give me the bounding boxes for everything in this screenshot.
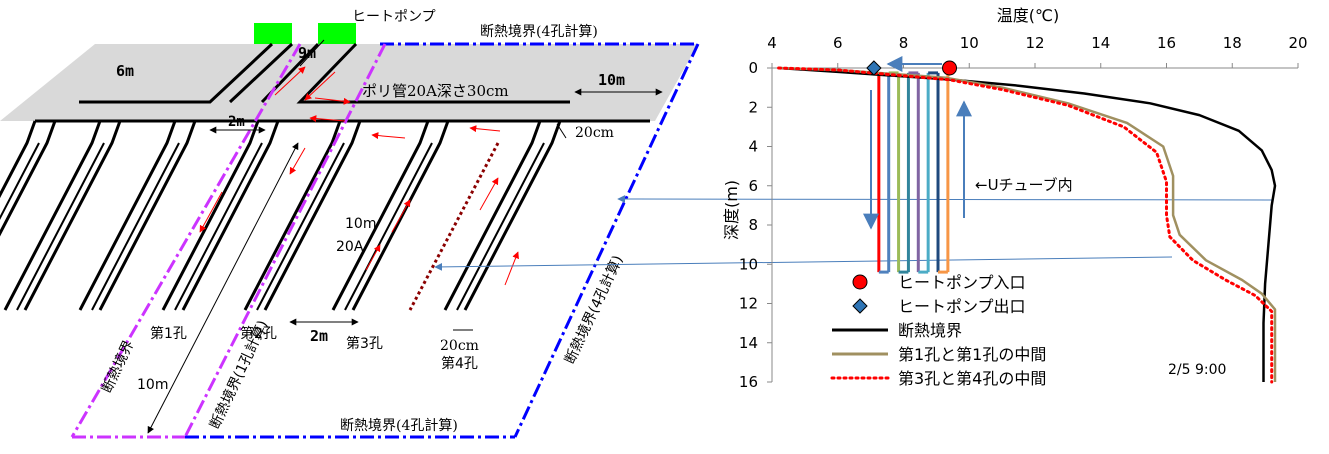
connector-line-upper [617,195,1273,204]
borehole-tube-left [161,120,260,311]
series-line [778,66,1277,382]
x-tick-label: 12 [1025,34,1044,52]
connector-line-lower [434,256,1173,271]
legend-label: 第1孔と第1孔の中間 [898,345,1046,364]
y-tick-label: 2 [748,98,758,116]
legend-label: 第3孔と第4孔の中間 [898,369,1046,388]
heat-pump-box-right [318,23,356,44]
u-tube-annotation: ←Uチューブ内 [975,176,1073,194]
u-tube-lines [877,71,950,274]
hole1-label: 第1孔 [150,325,187,342]
borehole-tube-left [3,120,102,311]
borehole-tube-inner [174,142,263,311]
series-line [778,66,1277,382]
x-tick-label: 6 [833,34,843,52]
legend-label: ヒートポンプ入口 [898,273,1026,292]
series-line [777,66,1274,384]
y-tick-label: 14 [739,334,758,352]
x-tick-label: 10 [960,34,979,52]
y-tick-label: 16 [739,373,758,391]
dim-20A-label: 20A [336,239,364,255]
ground-loop-diagram: ヒートポンプ 断熱境界(4孔計算) ポリ管20A深さ30cm 6m 9m 10m… [0,9,1273,439]
dim-9m-label: 9m [298,44,316,62]
x-axis: 4 6 8 10 12 14 16 18 20 [767,34,1308,69]
boundary-4hole [185,42,700,439]
borehole-tube-left [0,120,37,199]
y-tick-label: 6 [748,177,758,195]
dim-20cm-bottom-label: 20cm [440,338,479,354]
heat-pump-box-left [254,23,292,44]
borehole-tube-inner [344,142,433,311]
x-tick-label: 4 [767,34,777,52]
boundary-4hole-right-label: 断熱境界(4孔計算) [562,253,626,367]
boundary-4hole-bottom-label: 断熱境界(4孔計算) [340,418,458,434]
series-lines [777,66,1277,384]
dim-10m-pipe-label: 10m [345,216,376,232]
y-axis: 0 2 4 6 8 10 12 14 16 [739,59,773,391]
dim-10m-top-label: 10m [598,71,625,89]
hole2-label: 第2孔 [240,325,277,342]
legend-label: ヒートポンプ出口 [898,297,1026,316]
boundary-left-label: 断熱境界 [99,338,137,396]
heat-pump-label: ヒートポンプ [352,9,436,25]
marker-circle [942,60,958,76]
legend-marker [852,298,868,314]
y-tick-label: 4 [748,138,758,156]
borehole-tube-inner [256,142,345,311]
borehole-tube-inner [16,142,105,311]
u-tube-flow-arrows [863,56,972,230]
borehole-tube-left [331,120,430,311]
borehole-tube-right [463,120,562,311]
legend-marker [852,274,868,290]
y-tick-label: 0 [748,59,758,77]
borehole-tube-right [23,120,122,311]
borehole-u-tubes [0,120,562,311]
borehole-tube-inner [0,142,40,221]
dim-6m-label: 6m [116,62,134,80]
y-tick-label: 12 [739,295,758,313]
x-tick-label: 18 [1223,34,1242,52]
y-axis-title: 深度(m) [722,180,741,240]
legend-label: 断熱境界 [898,321,962,340]
hole4-label: 第4孔 [441,355,478,372]
dimension-lines [147,39,663,434]
borehole-tube-right [0,120,57,237]
ground-surface [0,44,698,121]
y-tick-label: 10 [739,255,758,273]
borehole-tube-inner [456,142,545,311]
x-axis-title: 温度(℃) [997,6,1059,25]
mid-boundary-dotted [408,142,500,311]
x-tick-label: 8 [899,34,909,52]
marker-diamond [866,60,882,76]
borehole-tube-right [351,120,450,311]
borehole-tube-inner [91,142,180,311]
borehole-tube-left [443,120,542,311]
boundary-4hole-top-label: 断熱境界(4孔計算) [480,24,598,40]
hole3-label: 第3孔 [346,335,383,352]
timestamp-label: 2/5 9:00 [1168,362,1226,378]
dim-2m-bottom-label: 2m [310,327,328,345]
borehole-tube-right [181,120,280,311]
dim-2m-top-label: 2m [228,114,245,130]
borehole-tube-right [98,120,197,311]
poly-pipe-label: ポリ管20A深さ30cm [362,82,509,100]
x-tick-label: 14 [1091,34,1110,52]
x-tick-label: 16 [1157,34,1176,52]
temperature-depth-chart: 温度(℃) 深度(m) 4 6 8 10 12 14 16 18 20 0 2 4 6 8 10 12 14 1… [722,6,1308,391]
x-tick-label: 20 [1288,34,1307,52]
markers [866,60,958,76]
y-tick-label: 8 [748,216,758,234]
dim-10m-left-label: 10m [137,377,168,393]
dim-20cm-top-label: 20cm [575,125,614,141]
